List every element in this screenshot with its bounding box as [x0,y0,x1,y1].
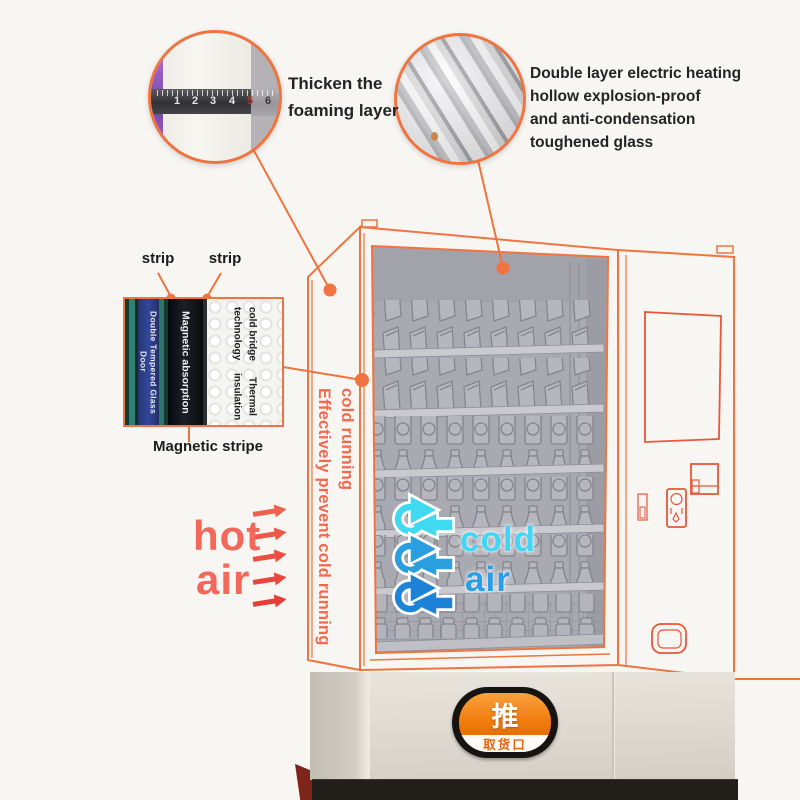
pickup-port-button: 推 取货口 [452,687,558,758]
hot-air-text: air [196,556,251,603]
ruler-number: 6 [264,95,272,107]
shelf-row [374,300,596,350]
ruler-number: 1 [173,95,181,107]
callout-connectors [157,146,504,442]
coin-mechanism [666,488,687,528]
layer-thermal-insulation: cold bridge technology Thermal insulatio… [207,299,282,425]
foam-callout-text: Thicken the foaming layer [288,74,399,120]
ruler-number: 2 [191,95,199,107]
small-hatch [651,623,687,654]
ruler-number: 3 [209,95,217,107]
key-slot [637,493,648,521]
glass-magnifier-circle [394,33,526,165]
push-label: 推 [459,693,551,735]
foam-magnifier-circle: 1 2 3 4 5 6 [148,30,282,164]
layer-magnetic-absorption: Magnetic absorption [168,299,203,425]
door-layer-diagram: Double Tempered Glass Door Magnetic abso… [123,297,284,427]
strip-label-right: strip [208,250,242,267]
cold-air-text: cold [460,520,536,559]
ruler-ticks [153,90,277,96]
machine-pedestal [312,779,738,800]
layer-tempered-glass: Double Tempered Glass Door [138,299,159,425]
strip-label-left: strip [141,250,175,267]
glass-callout-text: Double layer electric heating hollow exp… [530,65,742,151]
glass-window [370,244,610,655]
sign-display [644,311,722,443]
shelf-row [374,594,596,638]
ruler-number: 5 [246,95,254,107]
shelf-row [374,416,596,470]
shelf-row [374,358,596,410]
cold-air-text: air [465,560,511,599]
port-label: 取货口 [459,735,551,752]
bill-acceptor [690,463,719,495]
payment-panel [637,311,722,654]
ruler-number: 4 [228,95,236,107]
side-panel-text: cold running Effectively prevent cold ru… [315,388,356,646]
hot-air-text: hot [193,512,262,559]
magnetic-stripe-label: Magnetic stripe [152,438,264,455]
